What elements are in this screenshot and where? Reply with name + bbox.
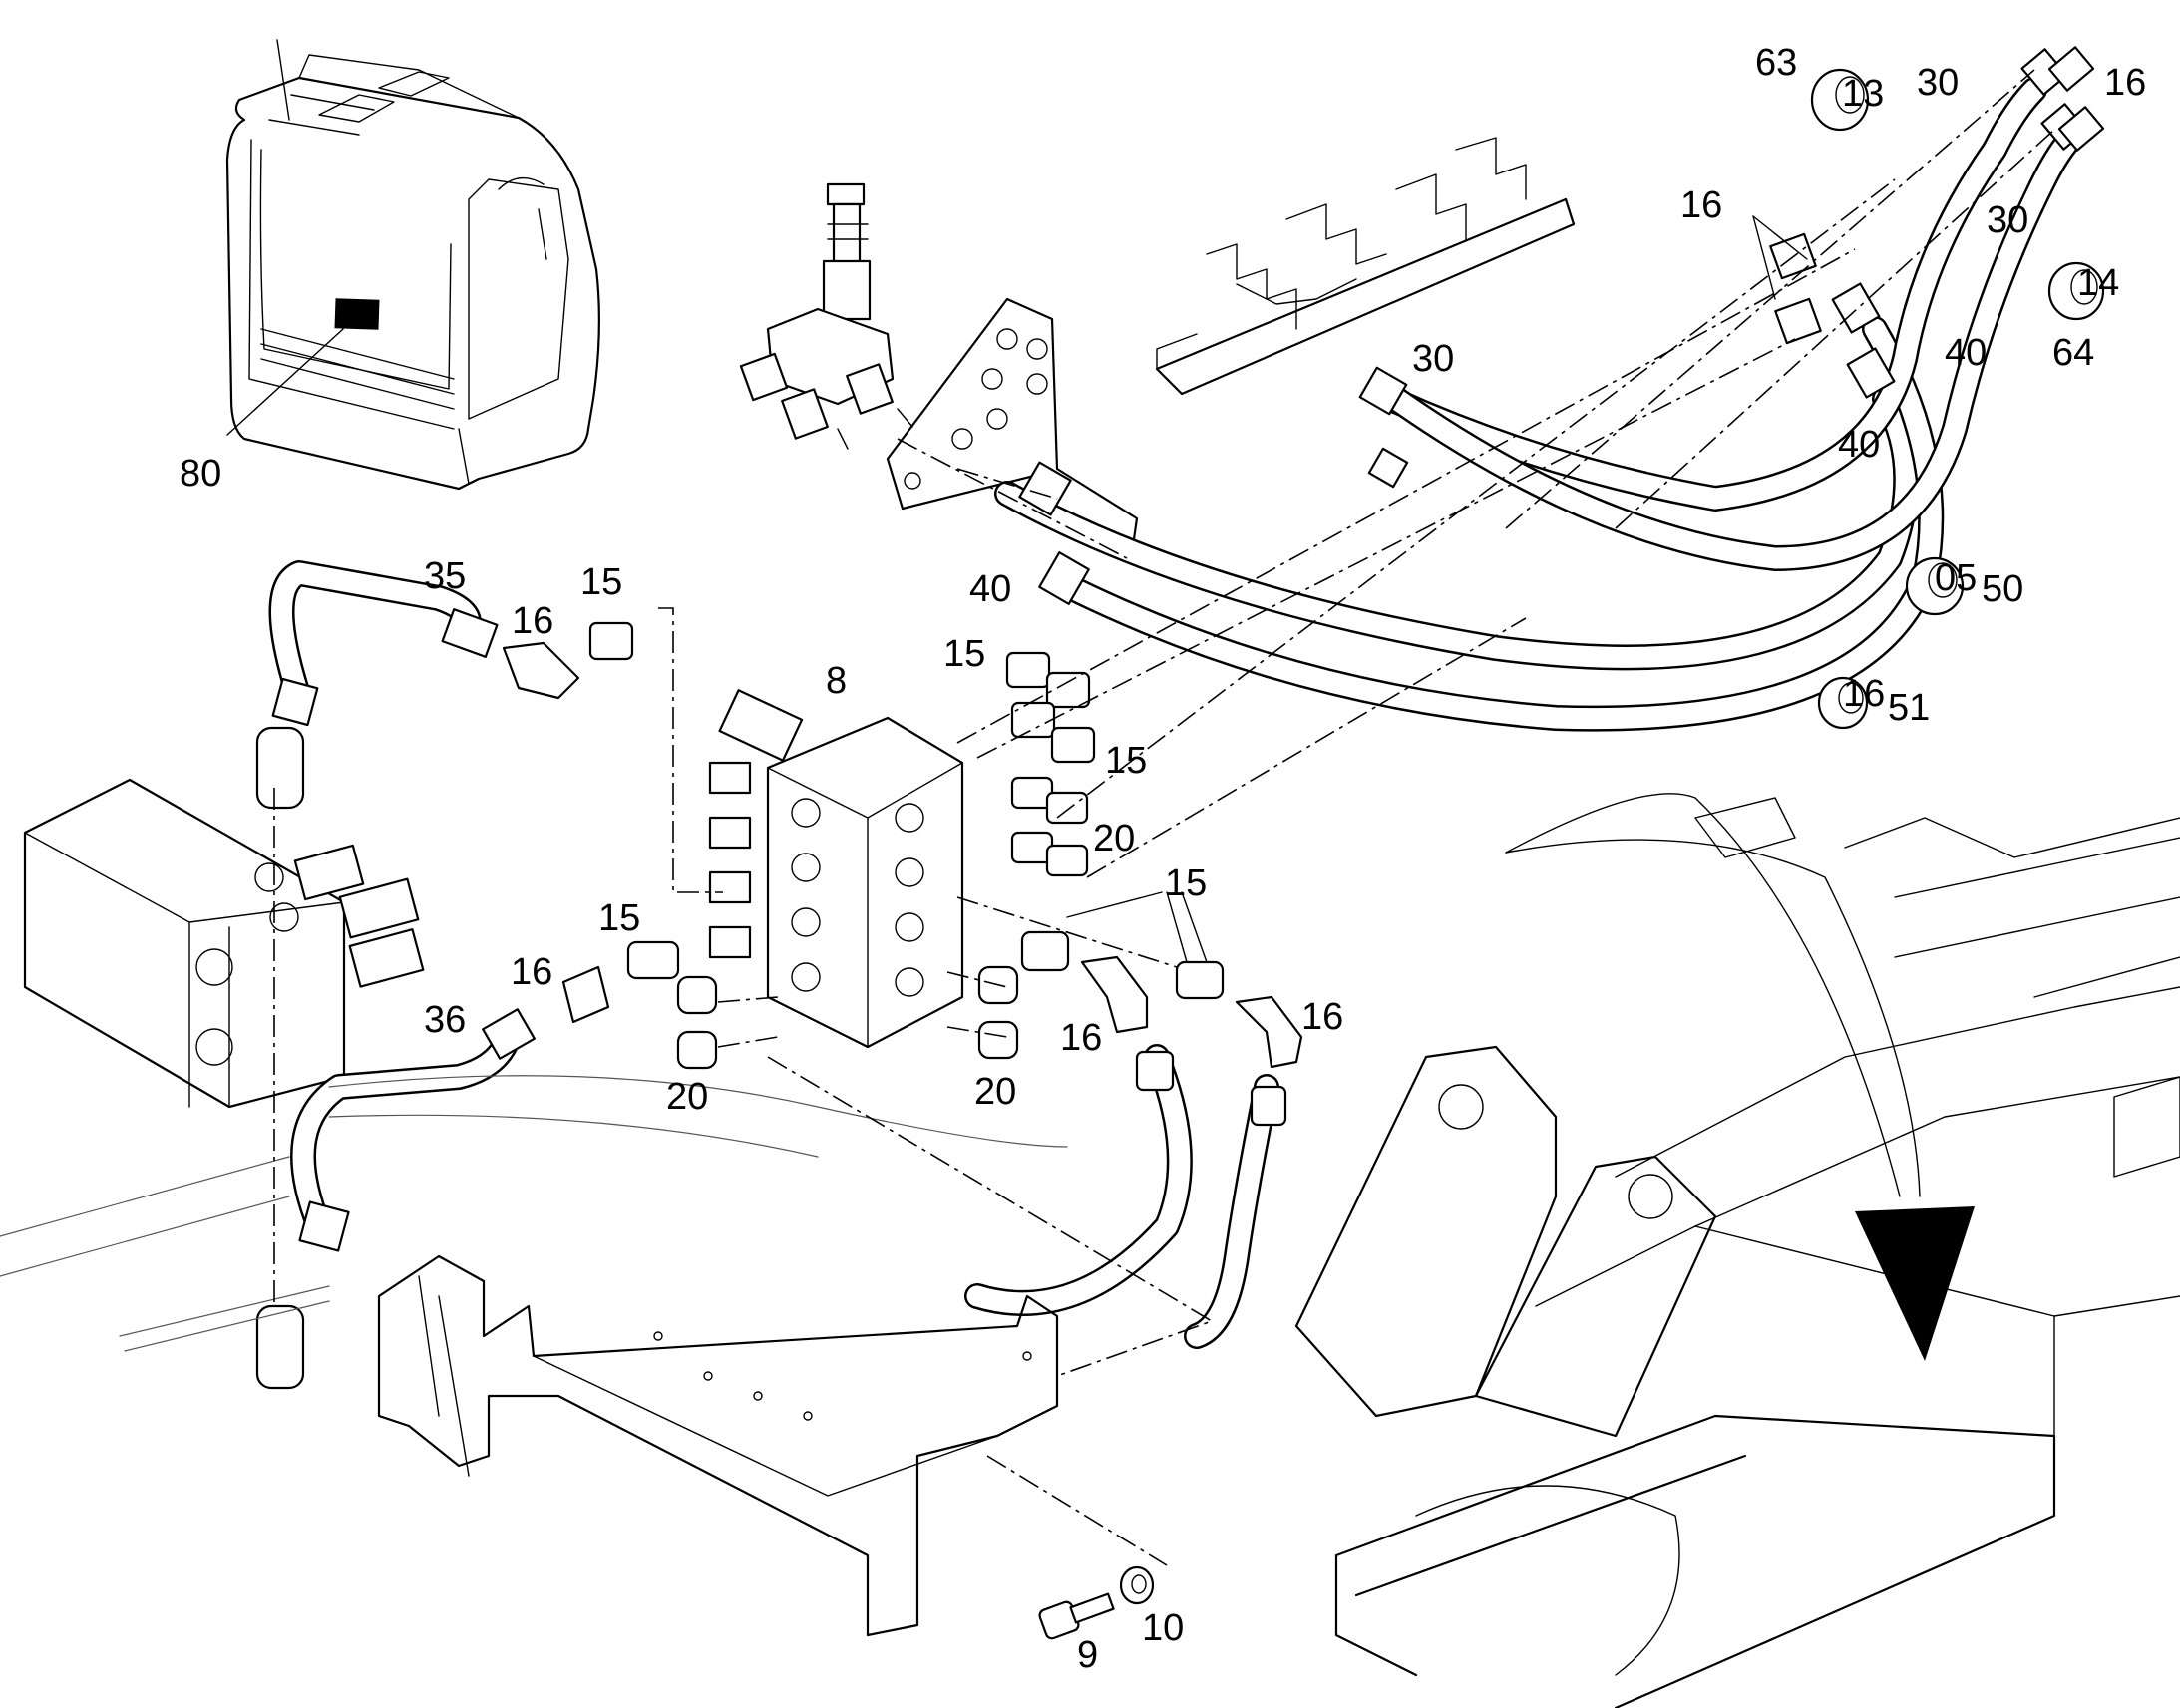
callout-36: 36	[424, 999, 466, 1041]
label-plate	[334, 298, 380, 330]
callout-30: 30	[1987, 199, 2028, 241]
hose-35	[255, 560, 634, 810]
lower-support-bracket	[377, 1254, 1059, 1637]
cap-marking: 14	[2077, 262, 2119, 304]
cap-63: 13	[1810, 68, 1884, 132]
hose-clamp-rail	[1155, 137, 1576, 396]
callout-10: 10	[1142, 1607, 1184, 1649]
pressure-switch-assembly	[739, 182, 913, 450]
callout-30: 30	[1917, 62, 1959, 104]
mounting-bracket	[886, 297, 1139, 555]
callout-16: 16	[1060, 1017, 1102, 1059]
callout-16: 16	[512, 600, 553, 642]
callout-16: 16	[2104, 62, 2146, 104]
callout-15: 15	[1165, 862, 1207, 904]
callout-40: 40	[969, 568, 1011, 610]
callout-labels: 63 30 16 16 30 64 40 30 40 80 35 15 16 4…	[180, 42, 2146, 1676]
cap-50: 05	[1905, 556, 1977, 616]
callout-leaders	[1066, 215, 1808, 963]
operator-cab-illustration	[225, 39, 600, 491]
callout-35: 35	[424, 555, 466, 597]
callout-30: 30	[1412, 338, 1454, 380]
callout-15: 15	[598, 897, 640, 939]
callout-40: 40	[1838, 424, 1880, 466]
callout-64: 64	[2052, 332, 2094, 374]
background-pipework	[0, 1075, 1068, 1352]
cap-marking: 13	[1842, 73, 1884, 115]
machine-frame	[1294, 797, 2180, 1708]
callout-16: 16	[511, 951, 552, 993]
hose-36	[255, 1008, 536, 1390]
assembly-leader-lines	[273, 69, 2055, 1566]
location-arrow	[1505, 793, 1975, 1361]
cap-64: 14	[2047, 261, 2119, 321]
callout-16: 16	[1680, 184, 1722, 226]
callout-40: 40	[1945, 332, 1987, 374]
callout-20: 20	[1093, 818, 1135, 859]
fittings-group	[561, 651, 1303, 1070]
distribution-block	[708, 689, 964, 1049]
hose-bundle	[994, 46, 2105, 732]
callout-9: 9	[1077, 1634, 1098, 1676]
callout-15: 15	[580, 561, 622, 603]
return-hoses	[964, 1044, 1287, 1349]
callout-8: 8	[826, 660, 847, 702]
callout-15: 15	[1105, 740, 1147, 782]
callout-15: 15	[943, 633, 985, 675]
callout-20: 20	[666, 1076, 708, 1118]
cap-51: 16	[1817, 673, 1885, 730]
callout-51: 51	[1888, 687, 1930, 729]
callout-80: 80	[180, 453, 221, 495]
cap-marking: 16	[1843, 673, 1885, 715]
callout-63: 63	[1755, 42, 1797, 84]
callout-16: 16	[1301, 996, 1343, 1038]
washer-10	[1119, 1565, 1155, 1605]
callout-50: 50	[1982, 568, 2023, 610]
bolt-9	[1038, 1592, 1115, 1640]
cap-marking: 05	[1935, 557, 1977, 599]
callout-20: 20	[974, 1071, 1016, 1113]
control-valve-block	[23, 778, 425, 1109]
